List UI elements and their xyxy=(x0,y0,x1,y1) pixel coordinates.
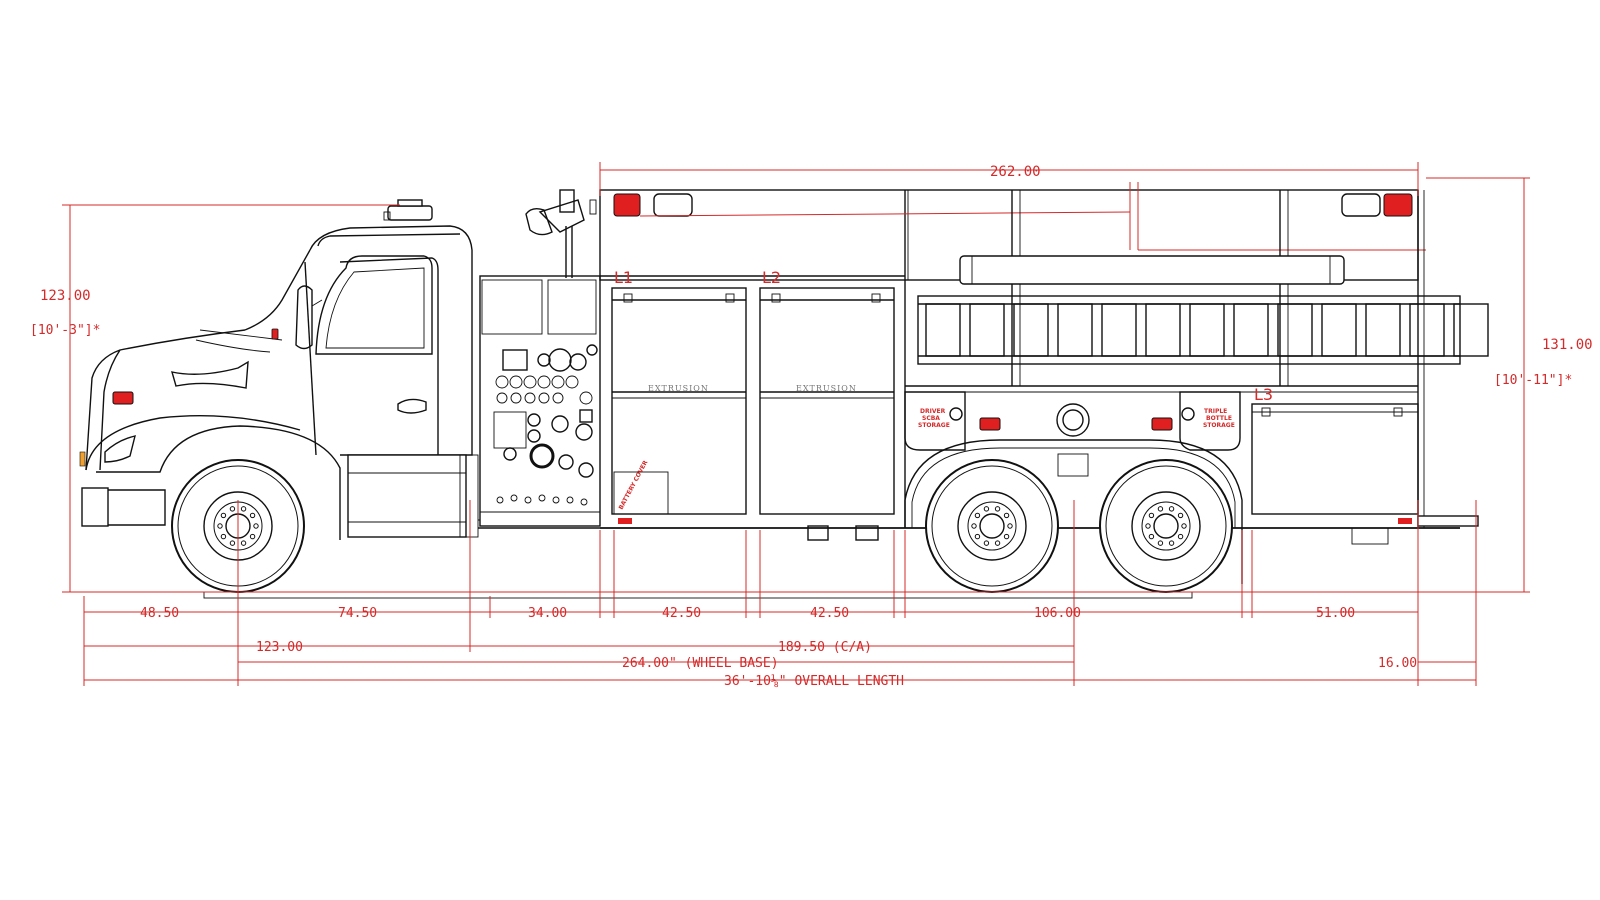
dim-row1-2: 34.00 xyxy=(528,606,567,621)
apparatus-body xyxy=(599,182,1489,529)
extrusion-label-l2: EXTRUSION xyxy=(796,384,857,393)
driver-scba-label-2: SCBA xyxy=(922,415,940,422)
rear-wheel-1 xyxy=(925,459,1059,593)
battery-cover-label: BATTERY COVER xyxy=(618,459,650,511)
roof-light-bar xyxy=(387,205,433,221)
driver-scba-compartment xyxy=(904,391,966,451)
pump-panel xyxy=(479,275,601,527)
dim-row1-4: 42.50 xyxy=(810,606,849,621)
dim-height-left-ft: [10'-3"]* xyxy=(30,323,100,338)
triple-bottle-label-2: BOTTLE xyxy=(1206,415,1232,422)
dim-height-right-ft: [10'-11"]* xyxy=(1494,373,1572,388)
dim-row1-3: 42.50 xyxy=(662,606,701,621)
dim-row1-5: 106.00 xyxy=(1034,606,1081,621)
dimension-lines xyxy=(62,162,1530,686)
upper-marker-light-front xyxy=(613,193,641,217)
driver-scba-label-3: STORAGE xyxy=(918,422,950,429)
rear-step xyxy=(1417,515,1479,527)
dim-rear-overhang: 16.00 xyxy=(1378,656,1417,671)
compartment-l1 xyxy=(611,287,747,515)
upper-marker-light-rear xyxy=(1383,193,1413,217)
compartment-l2 xyxy=(759,287,895,515)
dim-overall-length: 36'-10⅛" OVERALL LENGTH xyxy=(724,674,904,689)
dim-wheel-base: 264.00" (WHEEL BASE) xyxy=(622,656,779,671)
dim-height-left: 123.00 xyxy=(40,288,91,304)
deck-gun xyxy=(525,189,597,278)
triple-bottle-label-3: STORAGE xyxy=(1203,422,1235,429)
compartment-label-l3: L3 xyxy=(1254,385,1273,404)
extrusion-label-l1: EXTRUSION xyxy=(648,384,709,393)
fill-inlet xyxy=(1056,403,1090,437)
dim-row1-1: 74.50 xyxy=(338,606,377,621)
cab xyxy=(79,199,479,540)
compartment-l3 xyxy=(1251,403,1419,515)
dim-cab-to-axle: 189.50 (C/A) xyxy=(778,640,872,655)
ladder-rack xyxy=(917,295,1461,365)
compartment-label-l1: L1 xyxy=(614,268,633,287)
triple-bottle-compartment xyxy=(1179,391,1241,451)
dim-row1-6: 51.00 xyxy=(1316,606,1355,621)
dim-bumper-to-axle: 123.00 xyxy=(256,640,303,655)
ground-line xyxy=(203,591,1193,599)
compartment-label-l2: L2 xyxy=(762,268,781,287)
dim-row1-0: 48.50 xyxy=(140,606,179,621)
hood-marker-light xyxy=(112,391,134,405)
dim-top-body-length: 262.00 xyxy=(990,164,1041,180)
driver-scba-label-1: DRIVER xyxy=(920,408,946,415)
dim-height-right: 131.00 xyxy=(1542,337,1593,353)
triple-bottle-label-1: TRIPLE xyxy=(1204,408,1227,415)
rear-wheel-2 xyxy=(1099,459,1233,593)
